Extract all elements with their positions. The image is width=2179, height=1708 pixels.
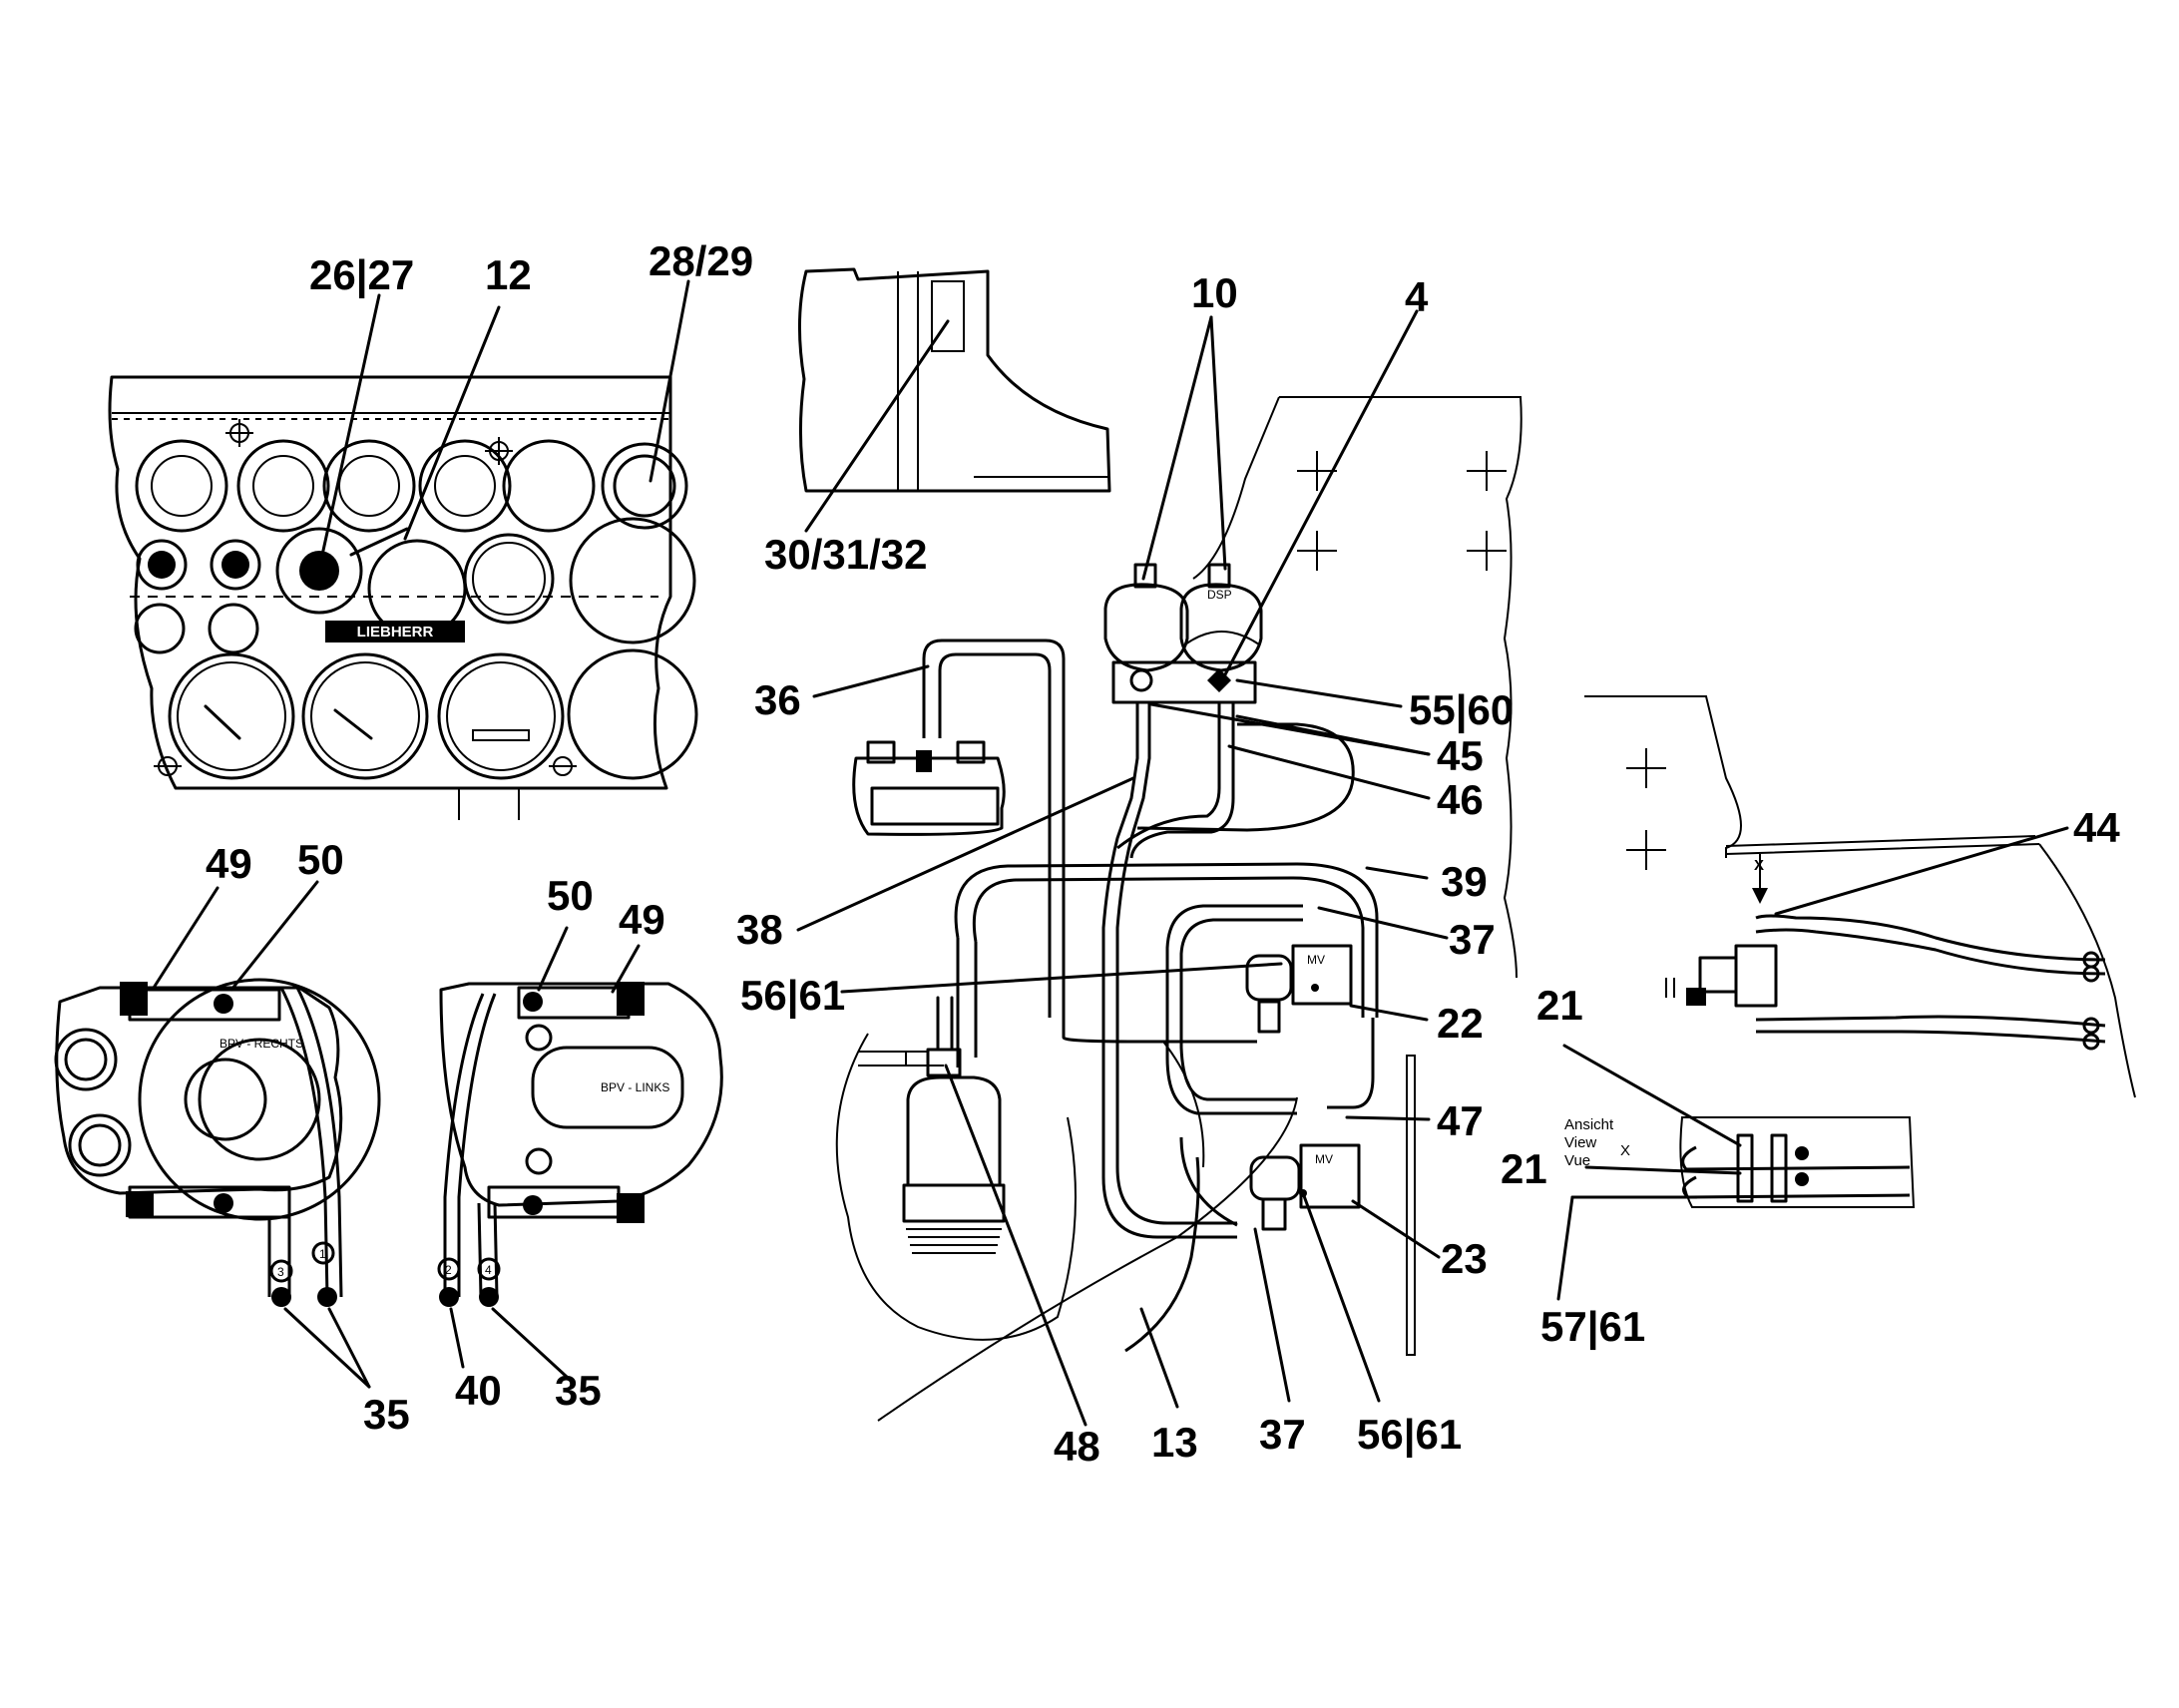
label-26-27: 26|27 [309,251,414,299]
leader-lines [152,279,2069,1427]
accumulator-tag: DSP [1207,588,1232,602]
gauge-row-top [135,439,688,533]
pump-right-side: BPV - RECHTS 3 1 [54,978,381,1307]
instrument-panel: LIEBHERR [108,375,698,820]
label-35-right: 35 [555,1367,602,1414]
label-28-29: 28/29 [649,237,753,284]
valve-23-tag: MV [1315,1152,1333,1166]
hose-4: 4 [485,1263,492,1277]
brand-logo: LIEBHERR [357,624,434,640]
label-57-61: 57|61 [1540,1303,1645,1351]
solenoid-valve-23: MV [1249,1143,1361,1231]
gauge-row-bottom [168,648,698,780]
view-x: X [1620,1142,1630,1159]
label-50-right: 50 [547,872,594,919]
label-44: 44 [2073,804,2120,851]
label-40: 40 [455,1367,502,1414]
pump-links-tag: BPV - LINKS [601,1080,669,1094]
logo-plate [325,621,465,642]
hose-3: 3 [277,1265,284,1279]
label-4: 4 [1405,273,1429,320]
label-49-right: 49 [619,896,665,943]
valve-22-tag: MV [1307,953,1325,967]
label-35-left: 35 [363,1391,410,1438]
pump-left-side: BPV - LINKS 2 4 [437,982,723,1307]
label-22: 22 [1437,1000,1484,1047]
hose-2: 2 [445,1263,452,1277]
view-vue: Vue [1564,1152,1590,1169]
callout-labels: 26|27 12 28/29 30/31/32 10 4 36 55|60 45… [206,237,2120,1470]
label-45: 45 [1437,732,1484,779]
hose-1: 1 [319,1247,326,1261]
label-10: 10 [1191,269,1238,316]
mounting-plate [1406,1055,1416,1356]
label-21-mid: 21 [1501,1145,1547,1192]
gauge-row-middle [130,517,696,654]
label-49-left: 49 [206,840,252,887]
label-55-60: 55|60 [1409,686,1514,734]
view-view: View [1564,1134,1596,1151]
label-56-61-left: 56|61 [740,972,845,1020]
pump-rechts-tag: BPV - RECHTS [219,1037,303,1051]
view-ansicht: Ansicht [1564,1116,1614,1133]
label-23: 23 [1441,1235,1488,1282]
label-30-31-32: 30/31/32 [764,531,928,578]
label-50-left: 50 [297,836,344,883]
panel-cross-marks [154,419,577,776]
fitting-44-detail: X [1665,854,2106,1051]
label-37-bottom: 37 [1259,1411,1306,1458]
label-38: 38 [736,906,783,953]
solenoid-valve-22: MV [1245,944,1353,1034]
label-13: 13 [1151,1419,1198,1466]
view-x-detail: Ansicht View Vue X [1564,1116,1916,1208]
label-48: 48 [1054,1423,1100,1470]
label-36: 36 [754,676,801,723]
label-39: 39 [1441,858,1488,905]
arrow-x-tag: X [1754,857,1764,874]
label-47: 47 [1437,1097,1484,1144]
label-12: 12 [485,251,532,298]
frame-outline [877,396,2136,1422]
hydraulic-pipes [922,639,1379,1353]
label-37-top: 37 [1449,916,1496,963]
accumulator-pair: DSP [1103,563,1263,704]
filter-48 [835,996,1077,1341]
serial-plate-detail [797,267,1111,493]
label-21-top: 21 [1536,982,1583,1029]
label-56-61-bottom: 56|61 [1357,1411,1462,1459]
label-46: 46 [1437,776,1484,823]
valve-block-36 [852,740,1006,836]
